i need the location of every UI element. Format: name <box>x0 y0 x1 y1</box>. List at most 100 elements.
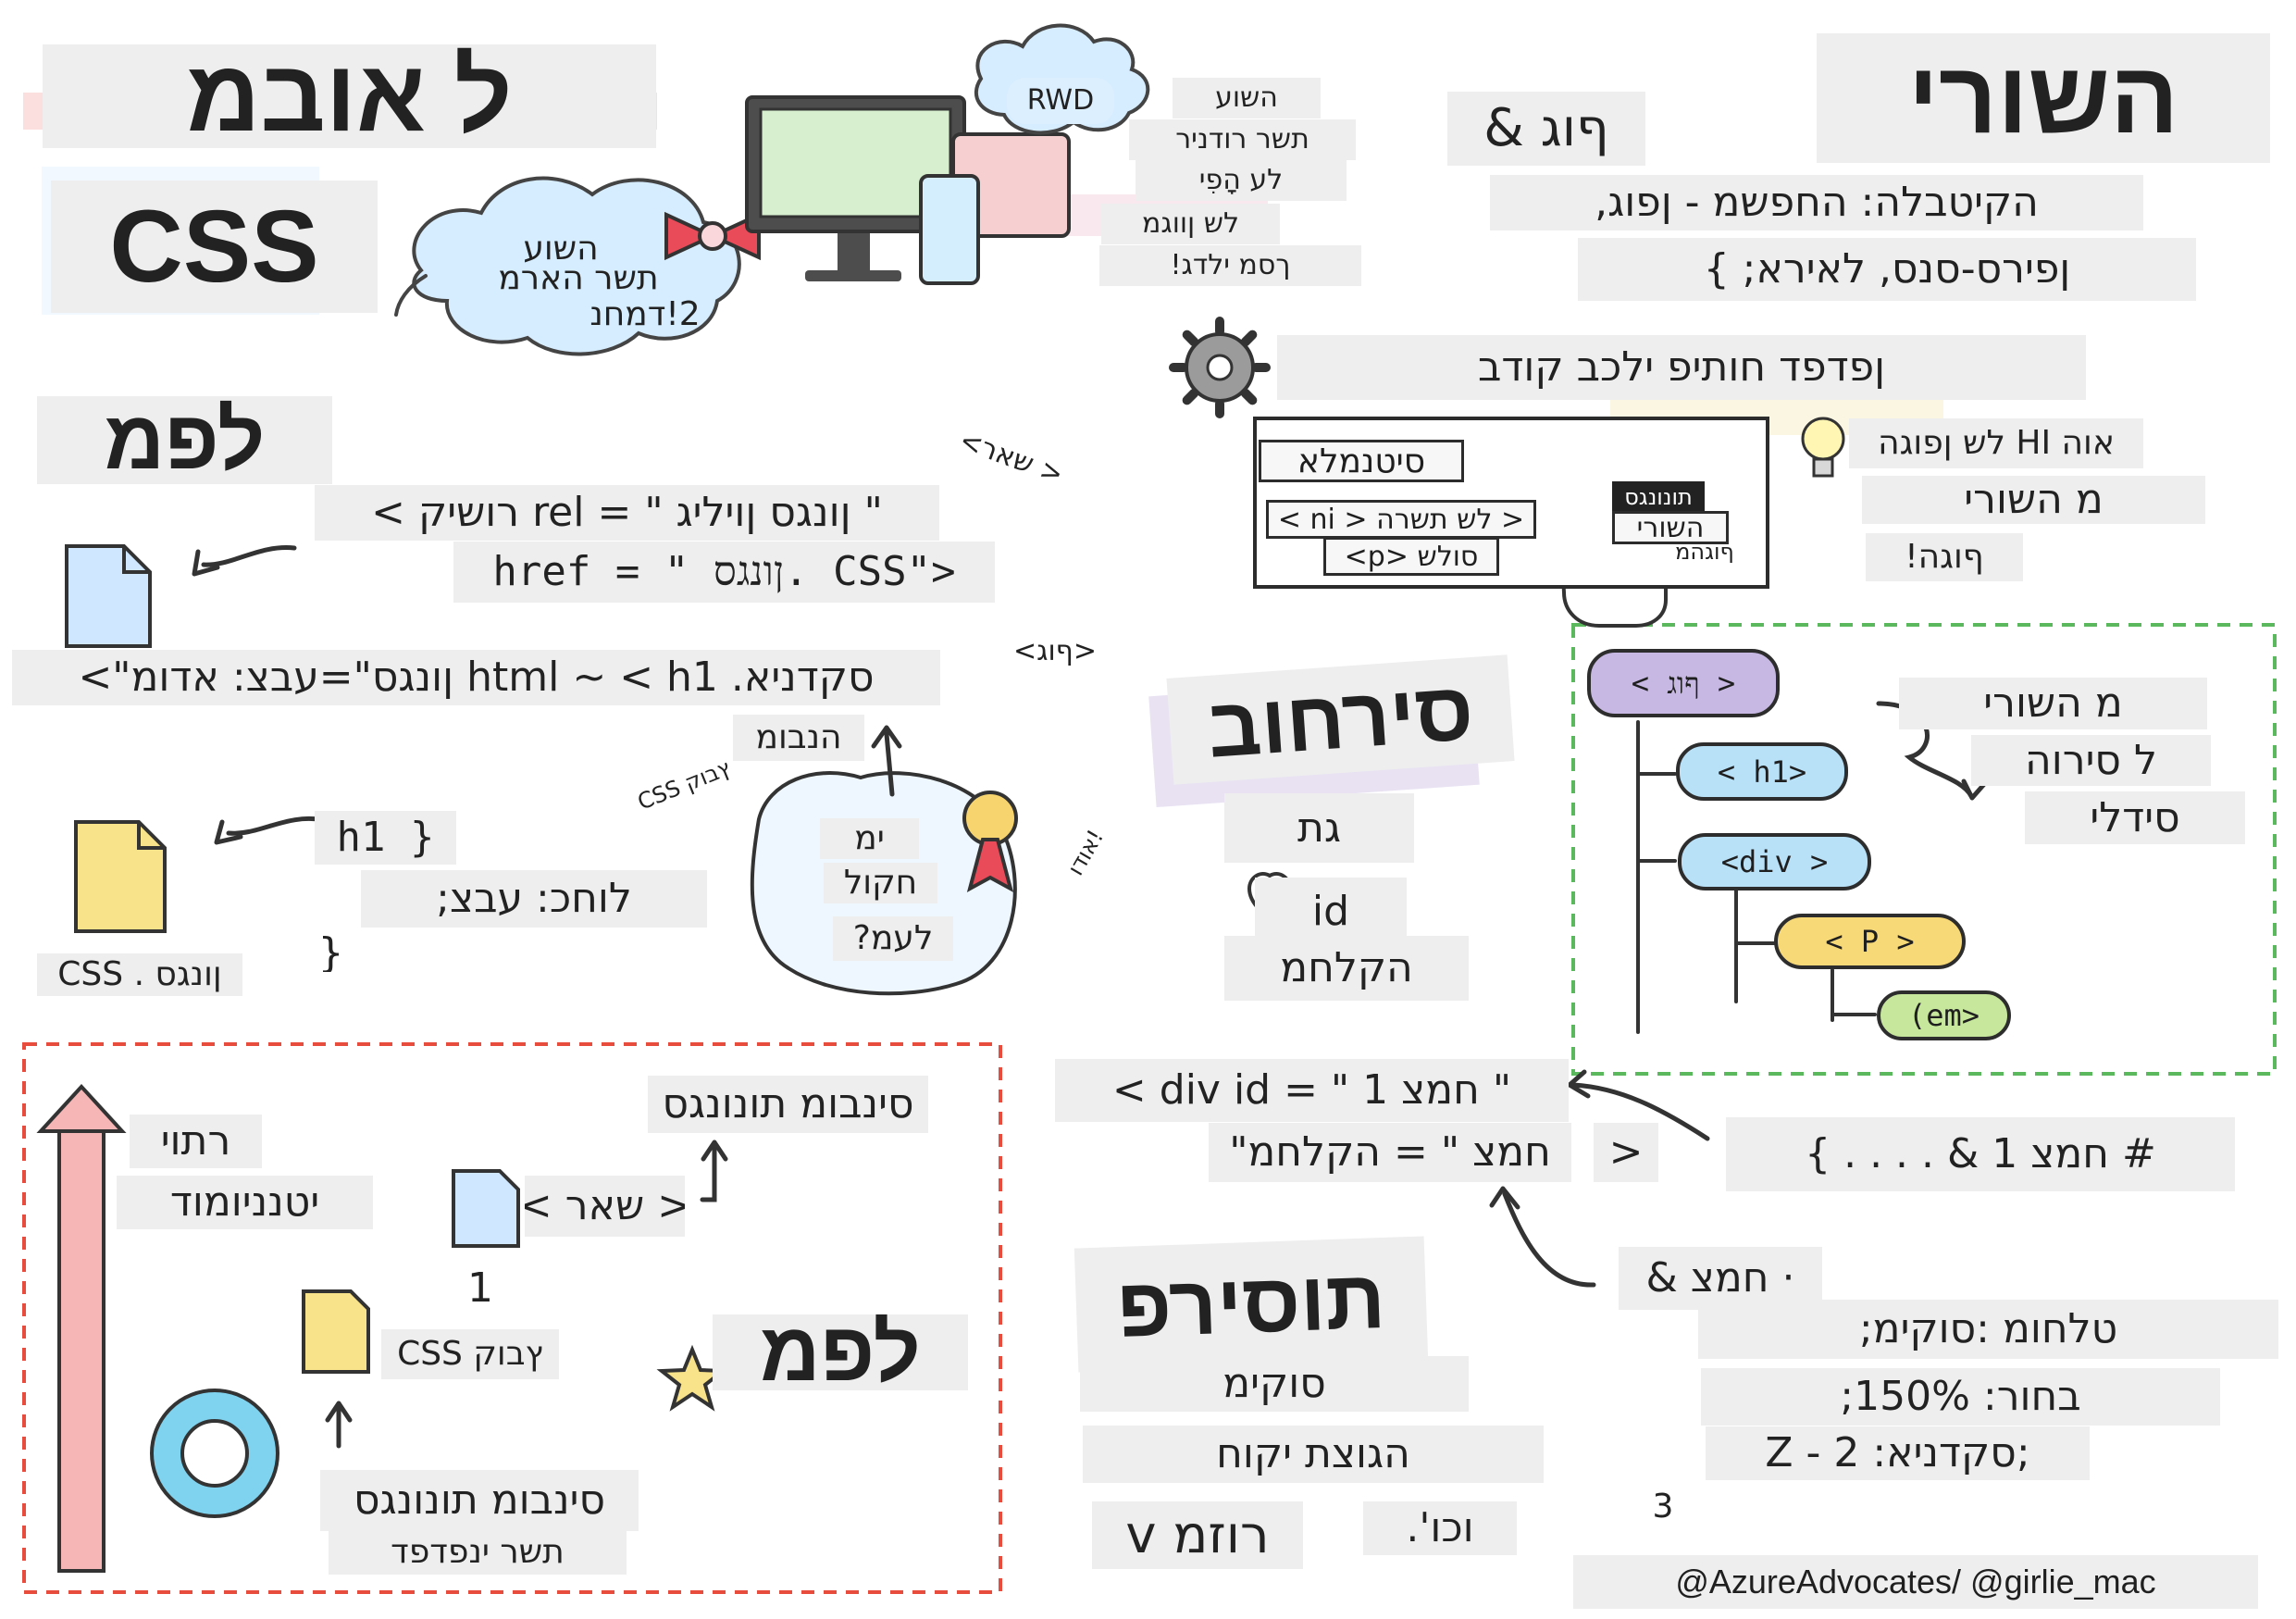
medal-ribbon <box>966 838 1014 892</box>
document-html-small-icon <box>452 1169 520 1248</box>
document-css-small-icon <box>302 1289 370 1374</box>
phone-icon <box>919 174 980 285</box>
top-stylesheet-arrow <box>700 1145 717 1202</box>
rwd-line-1: השוע <box>1173 78 1321 118</box>
bottom-css-file-label: ץבוק CSS <box>381 1329 559 1379</box>
head-tag-label: < שאר > <box>525 1176 685 1237</box>
inheritance-line-2: ל סירוה <box>1971 735 2211 786</box>
devtools-elements-header: סיטנמלא <box>1259 440 1464 482</box>
devtools-inherited: השורי <box>1612 511 1729 544</box>
cloud-tail <box>394 274 428 317</box>
bow-tie-left <box>664 211 717 261</box>
link-line-3: סקדניא. html ~ < h1 ןונגס"=עבצ: אדומ"> <box>12 650 940 705</box>
right-line-1: הקיטבלה: החפשמ - ןפוג, <box>1490 175 2143 230</box>
gear-tooth <box>1182 388 1199 405</box>
z-index-end: 3 <box>1652 1488 1674 1526</box>
position-line-4: וכו'. <box>1363 1501 1517 1555</box>
arrow-to-css-head <box>214 819 243 845</box>
css-rule-line-3: } <box>317 935 344 972</box>
bubble-line-1: ימ <box>820 818 919 859</box>
pink-arrow-head <box>36 1084 127 1133</box>
gear-tooth <box>1240 388 1258 405</box>
gear-tooth <box>1240 330 1258 347</box>
id-arrow-head <box>1567 1069 1591 1099</box>
rwd-line-5: ךסמ ילדג! <box>1099 245 1361 286</box>
tip-line-1: אוה HI לש ןפוגה <box>1849 418 2143 468</box>
rwd-line-2: תשר רודניר <box>1129 119 1356 160</box>
cloud-note-line-3: 2!דמחנ <box>590 294 701 333</box>
rwd-line-4: לש ןווגמ <box>1101 204 1280 244</box>
devtools-inherited-sub: ףוגהמ <box>1675 541 1734 563</box>
arrow-top-label: רתוי <box>130 1115 262 1168</box>
right-line-2: ןפירס-סנס, לאירא; } <box>1578 238 2196 301</box>
top-stylesheet-arrow-head <box>701 1140 728 1162</box>
edge-label: סינבומ תונונגס <box>320 1470 639 1531</box>
id-line-2-suffix: > <box>1594 1123 1658 1182</box>
id-line-1: < div id = " 1 חמצ " <box>1055 1059 1569 1122</box>
tree-node-body: < ףוג > <box>1587 649 1780 717</box>
arrow-to-css <box>226 816 327 836</box>
right-title: השורי <box>1817 33 2270 163</box>
tablet-icon <box>951 132 1071 238</box>
bubble-head-tag: < שאר> <box>957 423 1066 492</box>
position-arrow <box>1502 1191 1596 1288</box>
gear-tooth <box>1182 330 1199 347</box>
z-index-line-2: בחור: 150%; <box>1701 1368 2220 1426</box>
z-index-line-3: Z - 2 :סקדניא; <box>1706 1426 2090 1480</box>
devtools-row-1: < ni > לש תשרה > <box>1266 500 1536 539</box>
bubble-body-tag: <ףוג> <box>1013 634 1097 667</box>
arrow-to-html-head <box>192 549 220 577</box>
z-index-header: · חמצ & <box>1619 1247 1822 1310</box>
css-file-label: ןונגס . CSS <box>37 953 242 996</box>
rwd-line-3: לע הָפִי <box>1136 160 1347 201</box>
gear-icon <box>1185 332 1255 403</box>
bubble-arrow-label: הנבומ <box>733 715 864 761</box>
bow-tie-right <box>708 211 761 261</box>
medal-badge: !אודו <box>1061 825 1110 880</box>
arrow-to-html <box>201 545 297 567</box>
css-rule-line-2: לוחכ: עבצ; <box>361 870 707 928</box>
top-stylesheet-label: סינבומ תונונגס <box>648 1076 928 1133</box>
desktop-icon-stand <box>838 233 870 270</box>
arrow-bottom-label: יטנניומוד <box>117 1176 373 1229</box>
specificity-line-3: הקלחמ <box>1224 936 1469 1001</box>
cloud-note-line-1: השוע <box>523 229 599 268</box>
inheritance-line-1: מ השורי <box>1899 678 2207 729</box>
rwd-badge: RWD <box>1007 78 1114 124</box>
tree-node-h1: < h1> <box>1676 742 1848 801</box>
edge-sub-label: תשר ינפדפד <box>329 1530 627 1575</box>
bow-tie-center <box>698 221 727 251</box>
focus-label-box: לפמ <box>713 1314 968 1390</box>
light-bulb-icon <box>1801 417 1845 461</box>
devtools-title: ןפדפד חותיפ ילכב קודב <box>1277 335 2086 400</box>
position-line-1: סוקימ <box>1080 1356 1469 1412</box>
desktop-icon-screen <box>759 107 952 218</box>
position-line-2: הגוצת יקוח <box>1083 1426 1544 1483</box>
z-index-line-1: טלחומ :סוקימ; <box>1698 1300 2278 1359</box>
specificity-title: סירחוב <box>1166 654 1515 785</box>
tip-line-3: ףוגה! <box>1866 533 2023 581</box>
specificity-line-2: id <box>1255 878 1407 946</box>
edge-up-arrow-head <box>325 1401 353 1423</box>
arrow-up <box>884 731 895 797</box>
tip-line-2: מ השורי <box>1862 476 2205 524</box>
gear-icon-center <box>1206 354 1234 381</box>
credits-handle: @AzureAdvocates/ @girlie_mac <box>1573 1555 2258 1609</box>
css-rule-line-1: h1 } <box>315 811 456 865</box>
focus-label-left: לפמ <box>37 396 332 484</box>
edge-logo-center <box>180 1419 249 1488</box>
devtools-styles-tab: תונונגס <box>1612 481 1705 513</box>
edge-logo <box>150 1389 279 1518</box>
tree-node-p: < P > <box>1774 914 1966 969</box>
position-line-3: v רוזמ <box>1092 1501 1303 1569</box>
title-line-2: CSS <box>51 181 378 313</box>
cloud-note-line-2: תשר הארמ <box>498 258 659 297</box>
bubble-line-3: לעמ? <box>833 916 953 961</box>
link-line-1: " ןונגס ןויליג " = rel רושיק > <box>315 485 939 541</box>
devtools-row-2: <p> סולש <box>1323 537 1499 576</box>
right-subtitle: ףוג & <box>1447 92 1645 166</box>
bubble-file-label: ץבוק CSS <box>633 754 735 816</box>
tree-node-em: (em> <box>1877 990 2011 1040</box>
link-line-2: href = " ןונגס. CSS"> <box>453 542 995 603</box>
pink-arrow-shaft <box>57 1118 105 1573</box>
